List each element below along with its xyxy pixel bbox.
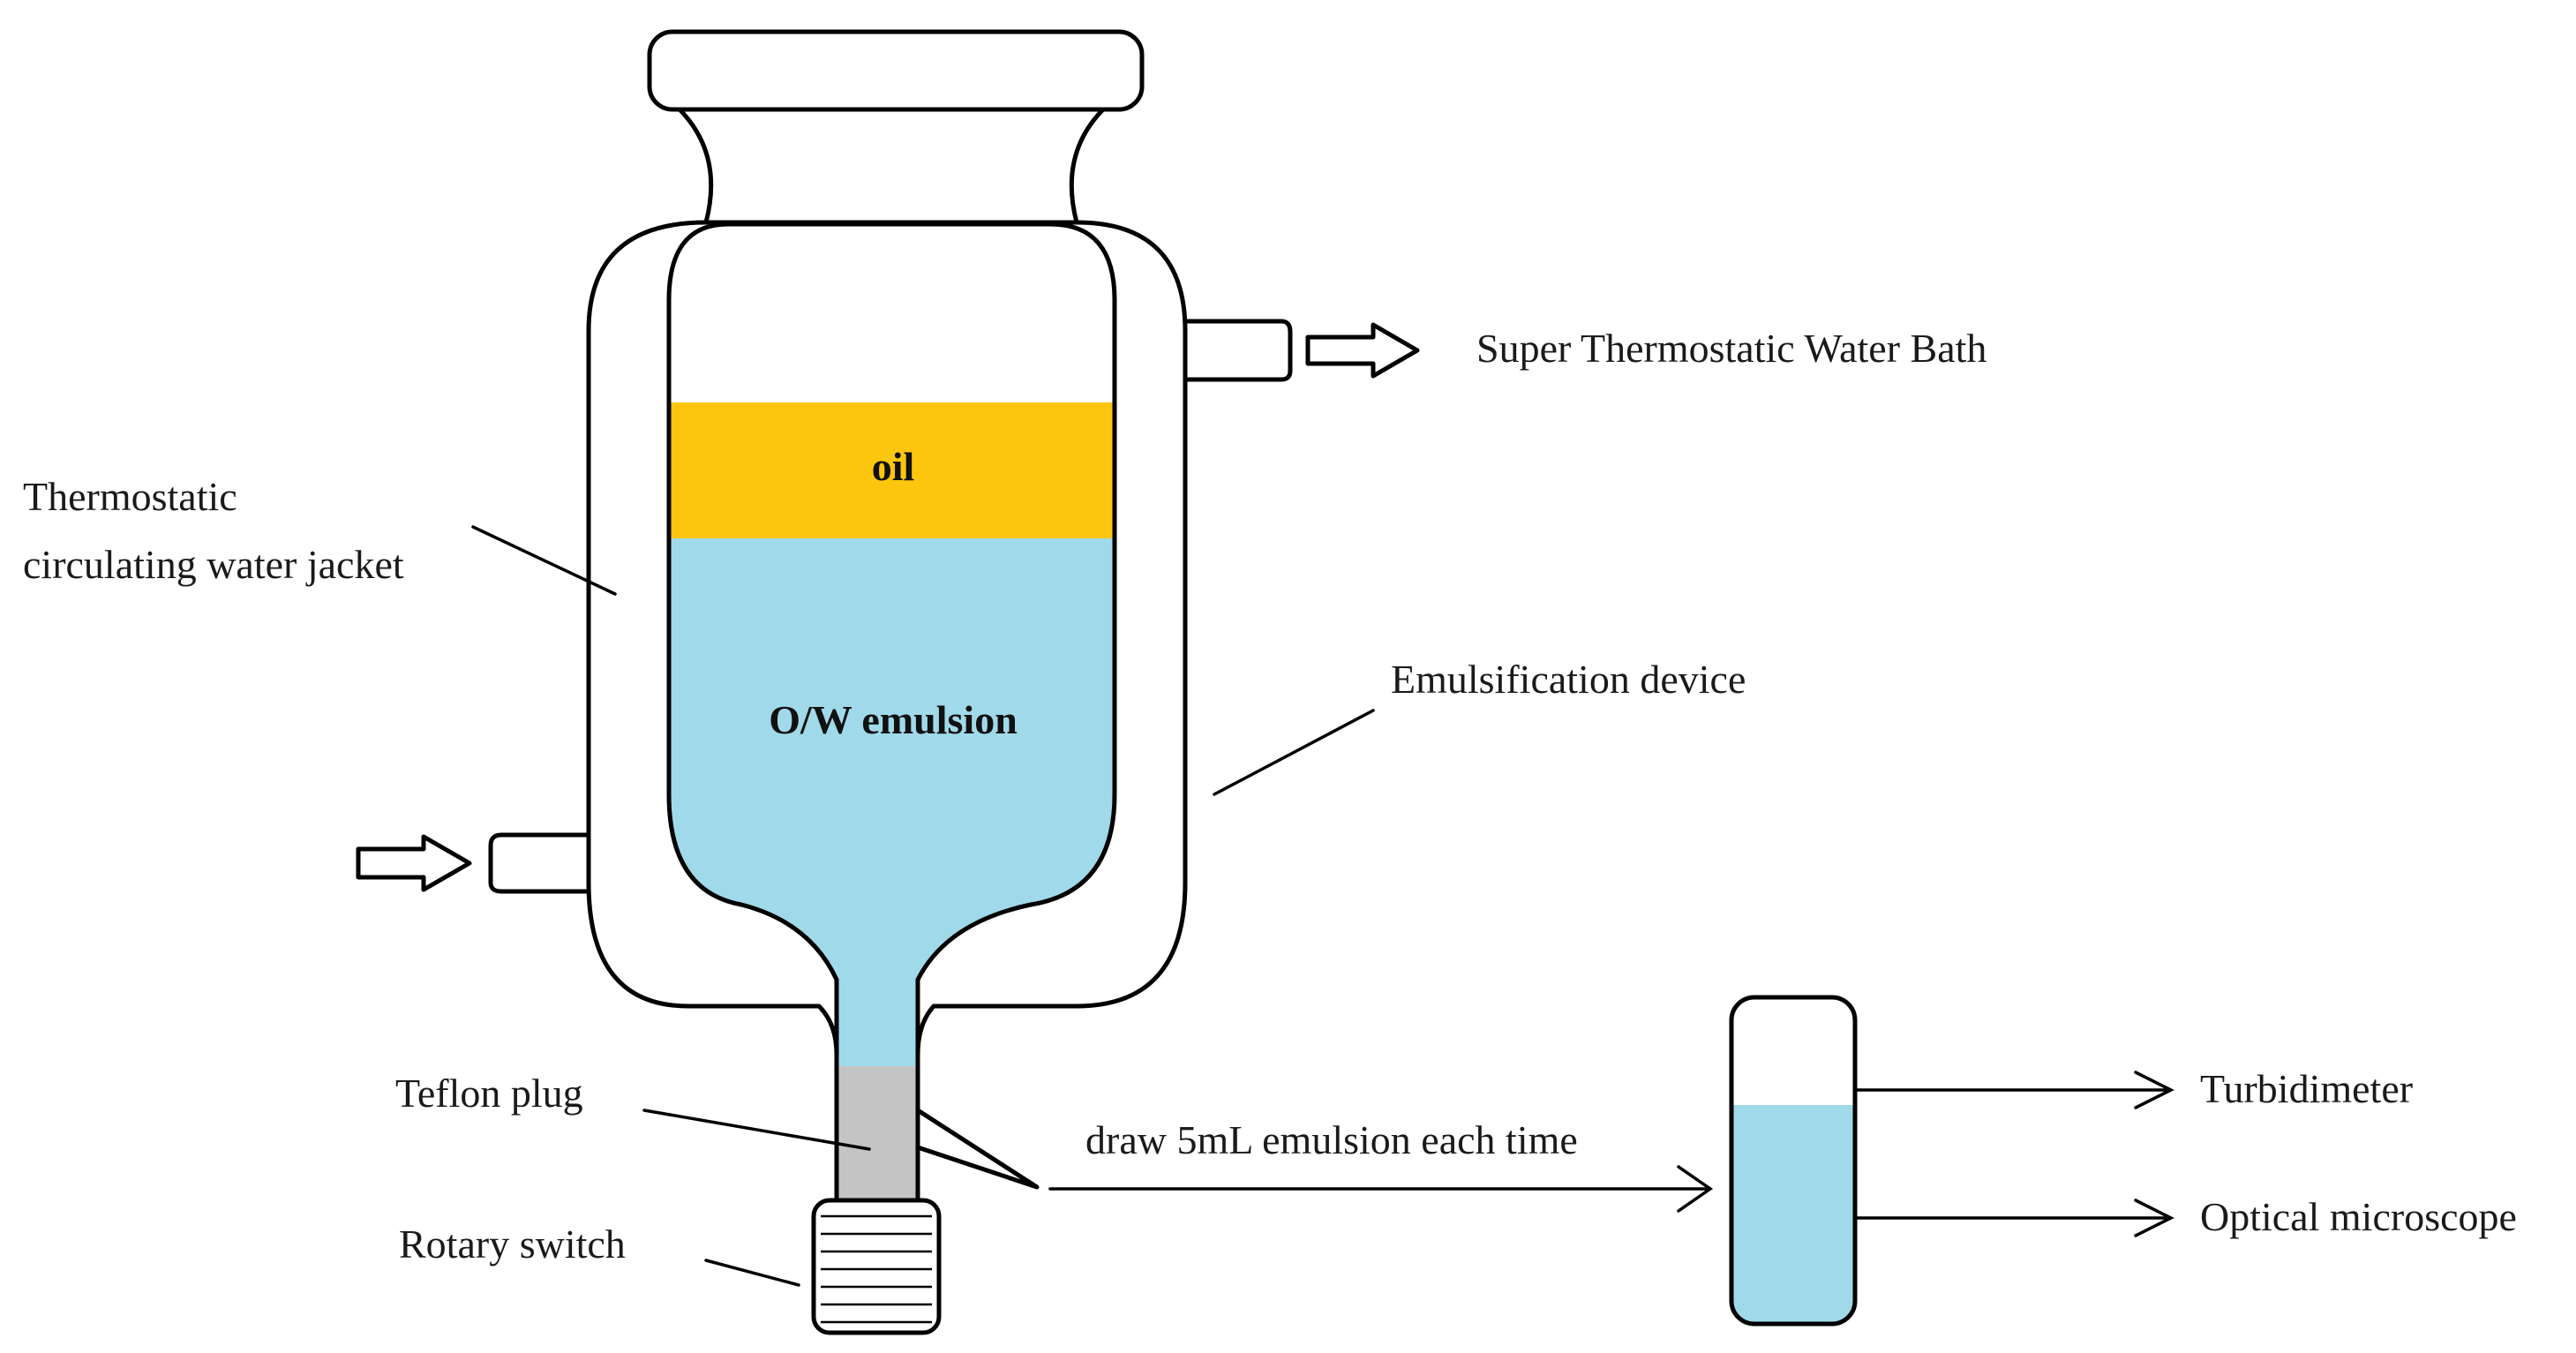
jacket-label-line1: Thermostatic — [23, 474, 237, 519]
oil-layer-label: oil — [872, 444, 915, 489]
emulsion-in-stem — [830, 883, 927, 1068]
draw-sample-arrow — [1048, 1165, 1714, 1213]
jacket-label-line2: circulating water jacket — [23, 542, 404, 587]
side-spout — [915, 1108, 1040, 1190]
inlet-port — [488, 832, 590, 894]
rotary-switch-grip-lines — [821, 1214, 932, 1324]
draw-sample-label: draw 5mL emulsion each time — [1085, 1117, 1578, 1162]
flask-cap — [647, 29, 1145, 112]
microscope-arrow — [1853, 1199, 2174, 1237]
switch-leader-line — [704, 1259, 800, 1287]
flask-neck — [677, 107, 1106, 225]
device-leader-line — [1213, 709, 1375, 796]
outlet-arrow — [1305, 322, 1420, 379]
sample-vial — [1729, 995, 1858, 1327]
headspace — [669, 224, 1115, 404]
outlet-port — [1184, 319, 1293, 382]
rotary-switch-label: Rotary switch — [399, 1221, 626, 1267]
emulsion-layer-label: O/W emulsion — [769, 697, 1018, 742]
inner-vessel-outline — [666, 222, 1117, 1203]
emulsification-device-label: Emulsification device — [1391, 657, 1746, 702]
jacket-leader-line — [471, 525, 617, 596]
turbidimeter-label: Turbidimeter — [2200, 1066, 2413, 1111]
turbidimeter-arrow — [1853, 1071, 2174, 1109]
vial-emulsion — [1731, 1105, 1855, 1324]
teflon-plug — [830, 1066, 927, 1200]
optical-microscope-label: Optical microscope — [2200, 1194, 2517, 1239]
oil-layer — [669, 402, 1115, 540]
water-bath-label: Super Thermostatic Water Bath — [1476, 326, 1986, 371]
teflon-plug-label: Teflon plug — [395, 1071, 583, 1116]
rotary-switch — [811, 1198, 942, 1335]
teflon-leader-line — [642, 1109, 871, 1151]
inlet-arrow — [356, 834, 472, 892]
